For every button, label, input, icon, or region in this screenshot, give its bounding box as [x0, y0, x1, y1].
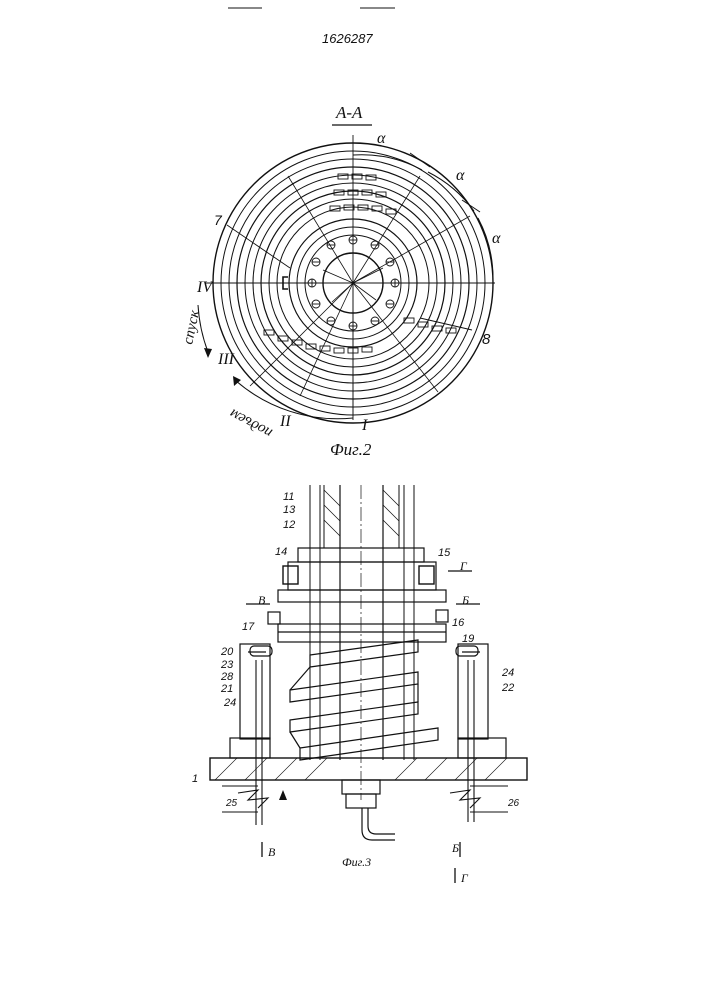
fig3-section-mark-v-top: В [258, 593, 266, 607]
fig2-direction-feed-label: подъем [227, 405, 275, 441]
fig3-label-20: 20 [220, 646, 234, 658]
fig3-label-17: 17 [242, 621, 255, 633]
fig3-bottom-fitting [342, 780, 395, 840]
fig3-label-21: 21 [220, 683, 233, 695]
fig3-label-25: 25 [225, 798, 238, 809]
fig2-direction-down-label: спуск [180, 308, 203, 346]
figure-3: 11 13 12 14 15 16 17 19 20 23 28 21 24 2… [192, 485, 527, 885]
fig2-angle-label-1: α [377, 130, 386, 147]
fig3-section-mark-g-top: Г [459, 559, 468, 573]
fig3-label-16: 16 [452, 617, 465, 629]
fig3-section-mark-b-bottom: Б [451, 841, 459, 855]
fig2-label-8: 8 [482, 331, 491, 348]
fig3-label-23: 23 [220, 659, 234, 671]
fig3-tubes [310, 485, 414, 760]
fig3-helical-spring [290, 640, 438, 760]
fig2-position-II: II [279, 413, 291, 430]
fig2-caption: Фиг.2 [330, 440, 372, 459]
fig3-contact-pins [222, 660, 508, 825]
fig2-angle-label-3: α [492, 230, 501, 247]
fig3-label-15: 15 [438, 547, 451, 559]
figure-2: A-A [180, 103, 501, 459]
fig3-arrow-up [279, 790, 287, 800]
fig3-support-frame [230, 644, 506, 758]
fig2-arrowhead-down [204, 348, 212, 358]
fig3-label-11: 11 [283, 491, 294, 503]
fig2-angle-label-2: α [456, 167, 465, 184]
fig3-base-plate [210, 758, 527, 780]
fig3-label-1: 1 [192, 773, 198, 785]
fig3-upper-housing [268, 548, 448, 642]
fig3-section-mark-g-bottom: Г [460, 871, 469, 885]
fig3-label-12: 12 [283, 519, 295, 531]
fig3-label-13: 13 [283, 504, 296, 516]
fig3-caption: Фиг.3 [342, 855, 371, 869]
fig3-label-14: 14 [275, 546, 287, 558]
fig3-label-24-left: 24 [223, 697, 236, 709]
fig3-label-19: 19 [462, 633, 474, 645]
fig3-label-24-right: 24 [501, 667, 514, 679]
fig3-label-28: 28 [220, 671, 234, 683]
fig2-position-IV: IV [196, 279, 214, 296]
fig3-section-mark-v-bottom: В [268, 845, 276, 859]
fig2-position-III: III [217, 351, 235, 368]
fig3-label-26: 26 [507, 798, 520, 809]
fig2-section-label: A-A [335, 103, 363, 122]
fig2-position-I: I [361, 417, 368, 434]
patent-number: 1626287 [322, 31, 373, 46]
fig3-label-22: 22 [501, 682, 514, 694]
fig2-label-7: 7 [214, 212, 223, 228]
fig3-hatched-walls [324, 490, 399, 536]
fig3-section-mark-b-top: Б [461, 593, 469, 607]
